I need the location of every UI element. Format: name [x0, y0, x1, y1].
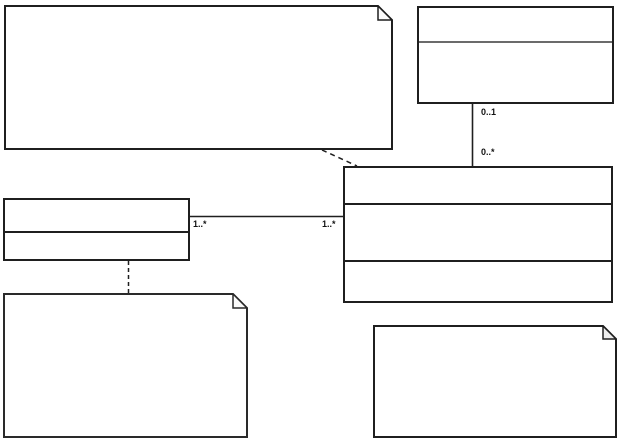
class-title-compartment: [345, 168, 611, 203]
note-anchor-line-diagonal[interactable]: [321, 149, 358, 167]
note-fold-corner: [232, 293, 248, 309]
class-shape-middle-right[interactable]: [343, 166, 613, 303]
multiplicity-label-upper: 0..1: [481, 107, 497, 117]
class-title-compartment: [5, 200, 188, 231]
class-body-compartment: [419, 41, 612, 102]
note-body: [3, 293, 248, 438]
class-shape-top-right[interactable]: [417, 6, 614, 104]
note-fold-corner: [377, 5, 393, 21]
multiplicity-label-left: 1..*: [193, 219, 207, 229]
class-operations-compartment: [345, 260, 611, 301]
note-shape-top-left[interactable]: [4, 5, 393, 150]
note-shape-bottom-left[interactable]: [3, 293, 248, 438]
note-shape-bottom-right[interactable]: [373, 325, 617, 438]
note-fold-corner: [602, 325, 617, 340]
multiplicity-label-right: 1..*: [322, 219, 336, 229]
multiplicity-label-lower: 0..*: [481, 147, 495, 157]
class-shape-left[interactable]: [3, 198, 190, 261]
class-title-compartment: [419, 8, 612, 41]
note-body: [373, 325, 617, 438]
class-attributes-compartment: [345, 203, 611, 260]
note-body: [4, 5, 393, 150]
class-body-compartment: [5, 231, 188, 259]
